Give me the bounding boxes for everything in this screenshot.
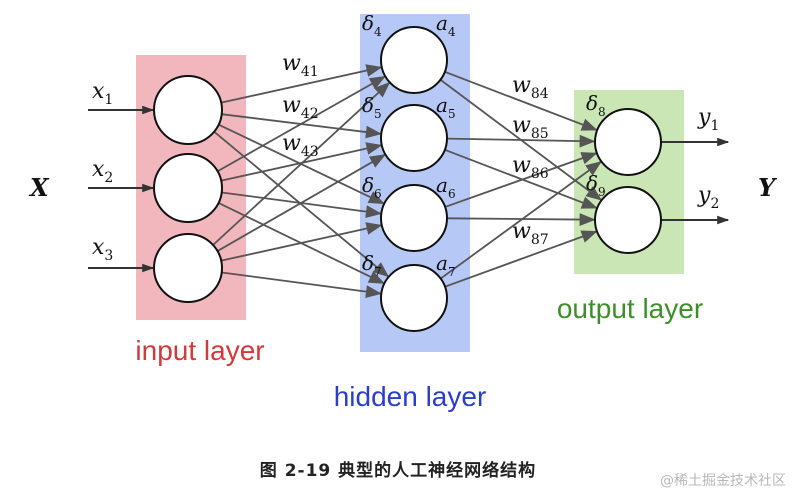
edge-input-1-to-hidden-4 [221, 64, 383, 104]
input-label-x1: x1 [92, 79, 113, 108]
input-neuron-3 [153, 233, 223, 303]
weight-label-w41: w41 [282, 51, 319, 80]
neurons [153, 26, 662, 332]
edge-hidden-6-to-output-9 [446, 213, 596, 226]
output-layer-label: output layer [557, 293, 703, 324]
hidden-neuron-6 [380, 184, 448, 252]
hidden-neuron-4 [380, 26, 448, 94]
weight-label-w87: w87 [512, 219, 549, 248]
weight-label-w42: w42 [282, 93, 319, 122]
connections [212, 64, 603, 298]
figure-caption: 图 2-19 典型的人工神经网络结构 [259, 461, 537, 481]
weight-label-w86: w86 [512, 153, 549, 182]
output-vector-label: Y [758, 173, 778, 202]
edge-input-3-to-hidden-7 [221, 271, 382, 298]
output-label-y2: y2 [697, 183, 719, 212]
input-neuron-1 [153, 75, 223, 145]
output-label-y1: y1 [697, 105, 719, 134]
edge-hidden-7-to-output-9 [444, 230, 598, 288]
output-neuron-9 [594, 186, 662, 254]
input-label-x2: x2 [92, 157, 113, 186]
edge-hidden-5-to-output-9 [444, 148, 598, 209]
output-neuron-8 [594, 108, 662, 176]
weight-label-w84: w84 [512, 73, 549, 102]
edge-input-3-to-hidden-5 [217, 154, 386, 252]
input-vector-label: X [28, 173, 50, 202]
edge-hidden-6-to-output-8 [444, 152, 598, 208]
hidden-neuron-7 [380, 264, 448, 332]
input-neuron-2 [153, 153, 223, 223]
edge-input-3-to-hidden-4 [212, 81, 391, 246]
weight-label-w85: w85 [512, 113, 549, 142]
hidden-neuron-5 [380, 104, 448, 172]
input-layer-label: input layer [135, 335, 264, 366]
edge-input-3-to-hidden-6 [221, 222, 383, 262]
edge-hidden-5-to-output-8 [446, 134, 596, 148]
edge-hidden-7-to-output-8 [440, 161, 602, 280]
edge-hidden-4-to-output-8 [444, 70, 598, 131]
watermark: @稀土掘金技术社区 [660, 473, 786, 489]
weight-label-w43: w43 [282, 131, 319, 160]
hidden-layer-label: hidden layer [334, 381, 487, 412]
input-label-x3: x3 [92, 235, 113, 264]
edge-input-2-to-hidden-4 [217, 75, 386, 173]
io-arrows [88, 105, 730, 273]
